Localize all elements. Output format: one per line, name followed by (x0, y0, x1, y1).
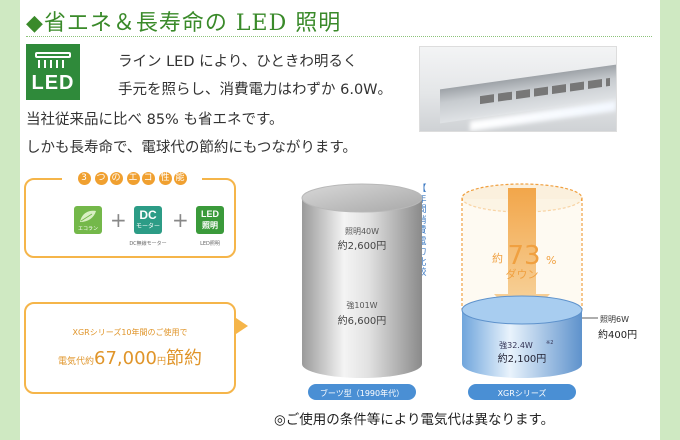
reduction-percent: 73 (507, 241, 540, 271)
dc-motor-bottom: モーター (135, 223, 160, 230)
new-side-cost: 約400円 (598, 328, 637, 341)
eco-heading-char: つ (94, 172, 108, 185)
eco-heading-char: コ (141, 172, 155, 185)
vlabel-char: 【 (417, 184, 427, 194)
dc-motor-caption: DC無線モーター (129, 241, 167, 247)
eco-heading-char: 3 (77, 172, 91, 185)
reduction-unit: % (546, 254, 556, 267)
plus-sign: + (172, 208, 189, 232)
down-arrow-icon (494, 188, 550, 324)
ecorun-icon: エコラン (74, 206, 102, 234)
eco-heading-char: の (109, 172, 123, 185)
plus-sign: + (110, 208, 127, 232)
led-icon-caption: LED照明 (200, 241, 220, 247)
reduction-down-label: ダウン (506, 267, 539, 281)
led-icon-top: LED (201, 209, 219, 219)
old-top-watts: 照明40W (345, 227, 379, 236)
dc-motor-top: DC (139, 208, 157, 222)
page-title: ◆省エネ＆長寿命の LED 照明 (26, 11, 342, 36)
eco-heading-char: エ (126, 172, 140, 185)
old-mid-watts: 強101W (346, 300, 377, 310)
range-hood-photo (419, 46, 617, 132)
savings-arrow (236, 318, 248, 334)
intro-line-4: しかも長寿命で、電球代の節約にもつながります。 (26, 140, 357, 156)
light-rays-icon (38, 60, 68, 68)
intro-line-2: 手元を照らし、消費電力はわずか 6.0W。 (118, 82, 393, 98)
intro-line-3: 当社従来品に比べ 85% も省エネです。 (26, 112, 284, 128)
ecorun-label: エコラン (77, 226, 98, 232)
new-side-watts: 照明6W (600, 315, 629, 324)
savings-unit: 円 (156, 357, 166, 367)
savings-box (24, 302, 236, 394)
footnote: ◎ご使用の条件等により電気代は異なります。 (274, 412, 555, 428)
old-model-cylinder: 照明40W 約2,600円 強101W 約6,600円 (301, 183, 423, 378)
new-model-label: XGRシリーズ (468, 384, 576, 400)
old-mid-cost: 約6,600円 (338, 314, 387, 327)
new-model-cylinder: 約 73 % ダウン 強32.4W ※2 約2,100円 (461, 183, 583, 378)
ceiling-light-icon (35, 52, 71, 58)
led-lighting-icon: LED 照明 (196, 206, 224, 234)
new-side-callout: 照明6W 約400円 (582, 315, 637, 341)
savings-suffix: 節約 (166, 348, 202, 369)
dc-motor-icon: DC モーター (134, 206, 162, 234)
title-divider (26, 36, 652, 37)
savings-line-1: XGRシリーズ10年間のご使用で (72, 328, 188, 337)
power-comparison-graphic: 照明40W 約2,600円 強101W 約6,600円 ブーツ型（1990年代）… (301, 183, 637, 400)
old-model-label-text: ブーツ型（1990年代） (320, 388, 404, 398)
led-logo: LED (26, 44, 80, 100)
new-bottom-watts: 強32.4W (499, 340, 533, 350)
leaf-icon (80, 210, 96, 222)
intro-line-1: ライン LED により、ひときわ明るく (118, 54, 358, 70)
new-model-label-text: XGRシリーズ (498, 388, 547, 398)
reduction-prefix: 約 (492, 251, 503, 265)
led-icon-bottom: 照明 (202, 221, 218, 230)
savings-line-2: 電気代約67,000円節約 (40, 344, 220, 370)
new-bottom-note: ※2 (546, 340, 553, 346)
old-top-cost: 約2,600円 (338, 239, 387, 252)
savings-amount: 67,000 (94, 348, 157, 369)
old-model-label: ブーツ型（1990年代） (308, 384, 416, 400)
eco-heading-char: 能 (173, 172, 187, 185)
eco-heading-char: 性 (158, 172, 172, 185)
led-logo-text: LED (31, 72, 75, 94)
new-bottom-cost: 約2,100円 (498, 352, 547, 365)
savings-label: 電気代約 (57, 357, 94, 367)
